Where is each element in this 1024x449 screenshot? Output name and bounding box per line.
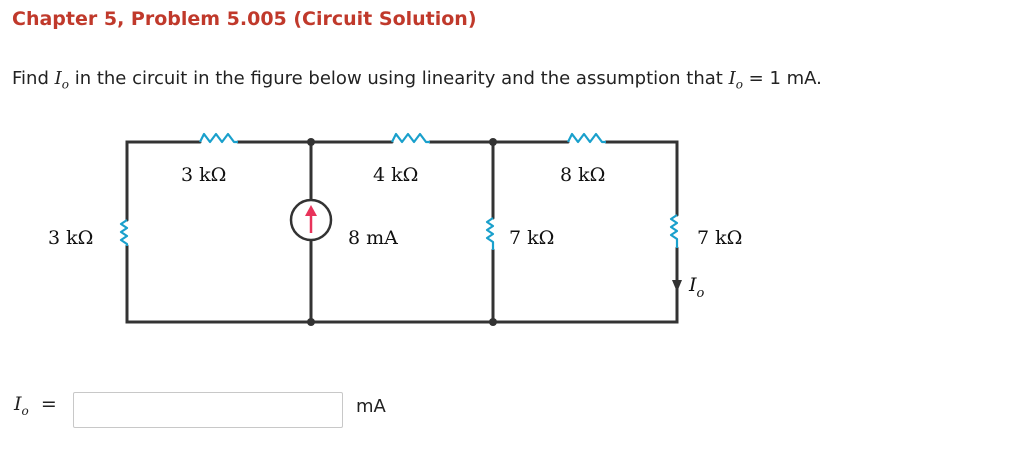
answer-label: Io = bbox=[14, 393, 57, 418]
answer-input[interactable] bbox=[73, 392, 343, 428]
resistor-top-mid bbox=[391, 132, 430, 144]
label-source: 8 mA bbox=[348, 227, 398, 249]
problem-title: Chapter 5, Problem 5.005 (Circuit Soluti… bbox=[12, 8, 477, 30]
label-r-top-mid: 4 kΩ bbox=[373, 164, 418, 186]
question-text: Find Io in the circuit in the figure bel… bbox=[12, 68, 822, 92]
answer-unit: mA bbox=[356, 396, 386, 417]
question-post: = 1 mA. bbox=[742, 68, 822, 89]
circuit-nodes bbox=[307, 138, 497, 326]
resistor-right bbox=[669, 214, 679, 248]
label-io: Io bbox=[688, 274, 705, 301]
label-r-top-right: 8 kΩ bbox=[560, 164, 605, 186]
current-source bbox=[289, 198, 333, 242]
question-pre: Find bbox=[12, 68, 55, 89]
io-variable: Io bbox=[54, 68, 69, 92]
label-r-mid: 7 kΩ bbox=[509, 227, 554, 249]
label-r-right: 7 kΩ bbox=[697, 227, 742, 249]
question-mid: in the circuit in the figure below using… bbox=[68, 68, 729, 89]
resistor-top-left bbox=[199, 132, 238, 144]
io-variable-2: Io bbox=[728, 68, 743, 92]
label-r-left: 3 kΩ bbox=[48, 227, 93, 249]
resistor-mid bbox=[485, 217, 495, 250]
resistor-top-right bbox=[567, 132, 606, 144]
resistor-left bbox=[119, 219, 129, 246]
io-arrow-icon bbox=[672, 280, 682, 292]
label-r-top-left: 3 kΩ bbox=[181, 164, 226, 186]
